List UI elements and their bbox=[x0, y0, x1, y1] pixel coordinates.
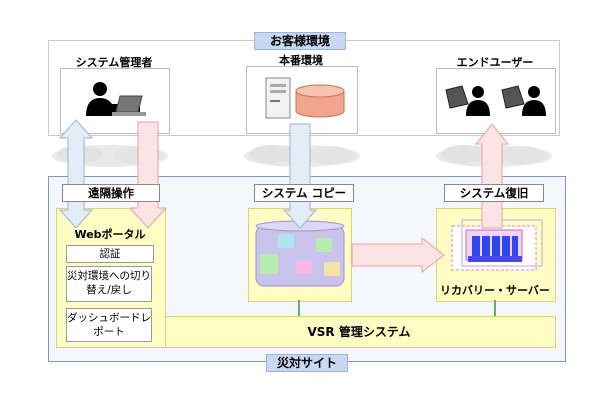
system-restore-label: システム復旧 bbox=[444, 184, 544, 202]
portal-item-dashboard: ダッシュボードレポート bbox=[66, 308, 152, 342]
remote-operation-label: 遠隔操作 bbox=[62, 184, 160, 202]
connector-line bbox=[298, 300, 300, 316]
recovery-server-label: リカバリー・サーバー bbox=[440, 284, 550, 297]
database-icon bbox=[295, 84, 345, 118]
web-portal-title: Webポータル bbox=[74, 228, 146, 241]
admin-to-portal-arrow bbox=[128, 121, 168, 229]
admin-label: システム管理者 bbox=[75, 56, 153, 69]
enduser-icon bbox=[445, 85, 490, 116]
system-copy-label: システム コピー bbox=[254, 184, 354, 202]
server-icon bbox=[265, 77, 291, 119]
connector-line bbox=[494, 300, 496, 316]
vsr-label: VSR 管理システム bbox=[307, 325, 411, 339]
copy-to-recovery-arrow bbox=[351, 236, 445, 274]
enduser-icon bbox=[501, 85, 546, 116]
production-label: 本番環境 bbox=[279, 54, 323, 67]
recovery-server-icon bbox=[451, 219, 543, 271]
vm-cluster bbox=[255, 220, 345, 287]
portal-item-auth: 認証 bbox=[66, 245, 154, 263]
vsr-management-bar bbox=[164, 316, 556, 348]
portal-item-switch: 災対環境への切り替え/戻し bbox=[66, 266, 152, 302]
admin-laptop-icon bbox=[112, 95, 146, 116]
system-restore-arrow bbox=[474, 123, 510, 229]
dr-site-title: 災対サイト bbox=[266, 354, 348, 372]
customer-environment-title: お客様環境 bbox=[254, 32, 346, 50]
enduser-label: エンドユーザー bbox=[456, 56, 534, 69]
system-copy-arrow bbox=[282, 123, 318, 229]
remote-operation-arrow bbox=[58, 119, 94, 229]
